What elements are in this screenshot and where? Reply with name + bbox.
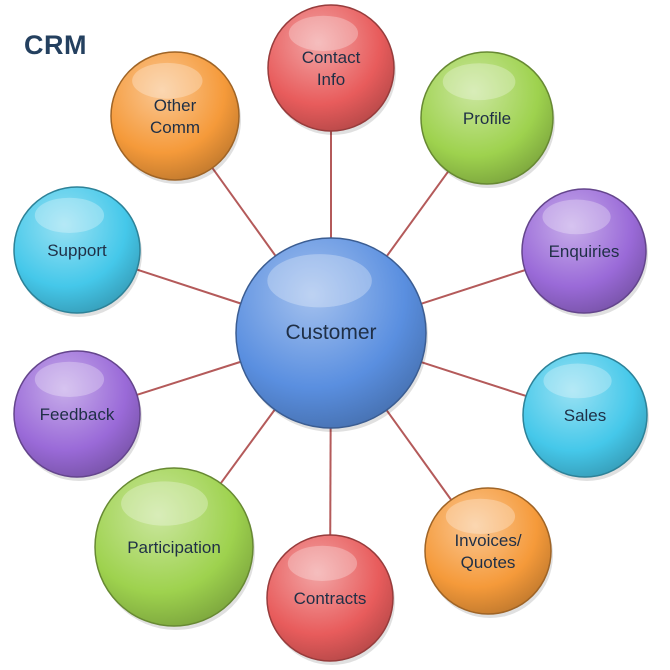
contact-info-highlight <box>288 15 359 51</box>
support-label-line: Support <box>47 241 107 260</box>
node-enquiries: Enquiries <box>521 188 648 317</box>
contact-info-circle <box>267 4 395 132</box>
contracts-label-line: Contracts <box>294 589 367 608</box>
support-circle <box>13 186 141 314</box>
sales-highlight <box>543 363 612 399</box>
participation-circle <box>94 467 254 627</box>
customer-label: Customer <box>285 321 376 344</box>
sales-circle <box>522 352 648 478</box>
profile-highlight <box>442 63 516 101</box>
other-comm-highlight <box>132 62 203 99</box>
feedback-label: Feedback <box>40 405 115 424</box>
sales-label-line: Sales <box>564 406 607 425</box>
node-participation: Participation <box>94 467 255 630</box>
invoices-quotes-label-line: Invoices/ <box>454 531 521 550</box>
contact-info-label-line: Contact <box>302 48 361 67</box>
connector-profile <box>384 169 451 259</box>
connector-lines <box>134 129 529 538</box>
invoices-quotes-highlight <box>445 498 516 534</box>
feedback-circle <box>13 350 141 478</box>
participation-label-line: Participation <box>127 538 221 557</box>
contracts-circle <box>266 534 394 662</box>
node-contracts: Contracts <box>266 534 395 665</box>
node-profile: Profile <box>420 51 555 188</box>
connector-invoices-quotes <box>384 407 454 503</box>
other-comm-label-line: Other <box>154 96 197 115</box>
diagram-title: CRM <box>24 30 87 60</box>
feedback-highlight <box>34 361 105 397</box>
connector-participation <box>218 407 277 486</box>
participation-label: Participation <box>127 538 221 557</box>
node-feedback: Feedback <box>13 350 142 481</box>
profile-label-line: Profile <box>463 109 511 128</box>
customer-circle <box>235 237 427 429</box>
connector-support <box>134 267 243 306</box>
contracts-highlight <box>287 545 358 581</box>
node-sales: Sales <box>522 352 649 481</box>
support-highlight <box>34 197 105 233</box>
profile-label: Profile <box>463 109 511 128</box>
connector-sales <box>419 360 529 398</box>
customer-label-line: Customer <box>285 321 376 344</box>
center-node: Customer <box>235 237 428 432</box>
connector-other-comm <box>210 165 278 259</box>
profile-circle <box>420 51 554 185</box>
enquiries-label: Enquiries <box>549 242 620 261</box>
enquiries-circle <box>521 188 647 314</box>
participation-highlight <box>121 481 208 526</box>
connector-enquiries <box>419 268 528 306</box>
connector-feedback <box>134 360 243 397</box>
other-comm-circle <box>110 51 240 181</box>
enquiries-highlight <box>542 199 611 235</box>
node-support: Support <box>13 186 142 317</box>
enquiries-label-line: Enquiries <box>549 242 620 261</box>
invoices-quotes-label-line: Quotes <box>461 553 516 572</box>
invoices-quotes-label: Invoices/Quotes <box>454 531 521 572</box>
invoices-quotes-circle <box>424 487 552 615</box>
feedback-label-line: Feedback <box>40 405 115 424</box>
node-invoices-quotes: Invoices/Quotes <box>424 487 553 618</box>
other-comm-label-line: Comm <box>150 118 200 137</box>
sales-label: Sales <box>564 406 607 425</box>
customer-highlight <box>267 254 372 308</box>
contact-info-label-line: Info <box>317 70 345 89</box>
contracts-label: Contracts <box>294 589 367 608</box>
support-label: Support <box>47 241 107 260</box>
